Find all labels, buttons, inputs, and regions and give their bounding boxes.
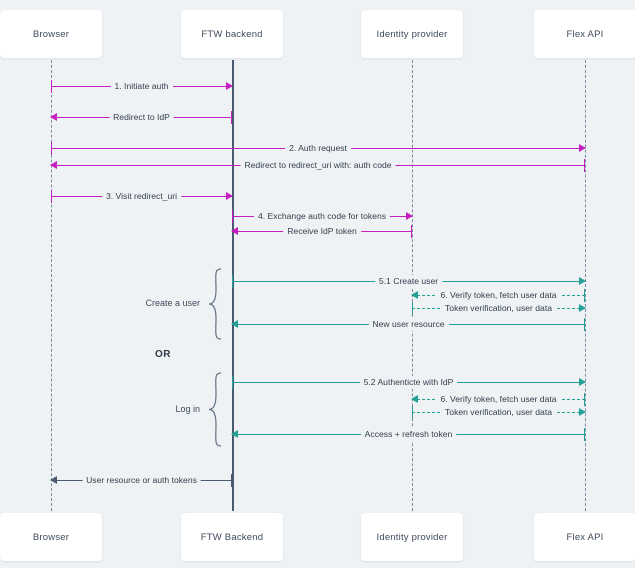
- message-label-m3: 2. Auth request: [285, 141, 351, 155]
- message-tail-m8: [232, 275, 233, 288]
- lifeline-flex: [585, 60, 586, 511]
- participant-label-flex-bottom: Flex API: [566, 531, 604, 543]
- message-label-m1: 1. Initiate auth: [110, 79, 173, 93]
- message-m13: 6. Verify token, fetch user data: [411, 392, 585, 407]
- group-brace-create-user: [208, 268, 222, 340]
- message-label-m9: 6. Verify token, fetch user data: [436, 288, 561, 302]
- message-m4: Redirect to redirect_uri with: auth code: [50, 158, 585, 173]
- message-label-m5: 3. Visit redirect_uri: [101, 189, 182, 203]
- participant-label-idp-top: Identity provider: [376, 28, 448, 40]
- lifeline-ftw: [232, 60, 234, 511]
- message-arrowhead-m4: [50, 160, 57, 169]
- message-tail-m9: [584, 289, 585, 302]
- participant-label-idp-bottom: Identity provider: [376, 531, 448, 543]
- message-m3: 2. Auth request: [51, 141, 586, 156]
- message-label-m11: New user resource: [368, 317, 449, 331]
- lifeline-browser: [51, 60, 52, 511]
- participant-box-flex-top: Flex API: [534, 10, 635, 58]
- message-m9: 6. Verify token, fetch user data: [411, 288, 585, 303]
- participant-label-browser-bottom: Browser: [32, 531, 70, 543]
- message-tail-m11: [584, 318, 585, 331]
- message-label-m12: 5.2 Authenticte with IdP: [359, 375, 458, 389]
- group-label-log-in: Log in: [175, 403, 200, 414]
- message-label-m6: 4. Exchange auth code for tokens: [253, 209, 391, 223]
- message-arrowhead-m12: [579, 377, 586, 386]
- participant-box-idp-top: Identity provider: [361, 10, 463, 58]
- message-label-m8: 5.1 Create user: [374, 274, 443, 288]
- message-label-m14: Token verification, user data: [440, 405, 557, 419]
- alternative-separator-or: OR: [155, 349, 171, 360]
- message-arrowhead-m9: [411, 290, 418, 299]
- message-m10: Token verification, user data: [412, 301, 586, 316]
- message-label-m7: Receive IdP token: [283, 224, 361, 238]
- message-tail-m15: [584, 428, 585, 441]
- message-label-m4: Redirect to redirect_uri with: auth code: [240, 158, 396, 172]
- message-arrowhead-m14: [579, 407, 586, 416]
- message-m1: 1. Initiate auth: [51, 79, 233, 94]
- message-m8: 5.1 Create user: [232, 274, 586, 289]
- message-tail-m2: [231, 111, 232, 124]
- message-label-m16: User resource or auth tokens: [82, 473, 201, 487]
- message-arrowhead-m7: [231, 226, 238, 235]
- message-label-m2: Redirect to IdP: [109, 110, 174, 124]
- message-arrowhead-m6: [406, 211, 413, 220]
- participant-box-idp-bottom: Identity provider: [361, 513, 463, 561]
- message-m16: User resource or auth tokens: [50, 473, 232, 488]
- message-m7: Receive IdP token: [231, 224, 412, 239]
- message-m6: 4. Exchange auth code for tokens: [232, 209, 413, 224]
- message-m14: Token verification, user data: [412, 405, 586, 420]
- message-arrowhead-m11: [231, 319, 238, 328]
- group-label-create-user: Create a user: [145, 298, 200, 308]
- message-arrowhead-m5: [226, 191, 233, 200]
- message-tail-m4: [584, 159, 585, 172]
- group-brace-log-in: [208, 372, 222, 447]
- message-tail-m10: [412, 302, 413, 315]
- message-arrowhead-m3: [579, 143, 586, 152]
- message-arrowhead-m2: [50, 112, 57, 121]
- participant-label-flex-top: Flex API: [566, 28, 604, 40]
- message-arrowhead-m15: [231, 429, 238, 438]
- message-m11: New user resource: [231, 317, 585, 332]
- message-arrowhead-m16: [50, 475, 57, 484]
- message-arrowhead-m10: [579, 303, 586, 312]
- participant-box-ftw-top: FTW backend: [181, 10, 283, 58]
- message-tail-m1: [51, 80, 52, 93]
- message-tail-m5: [51, 190, 52, 203]
- message-label-m13: 6. Verify token, fetch user data: [436, 392, 561, 406]
- message-m2: Redirect to IdP: [50, 110, 232, 125]
- message-arrowhead-m13: [411, 394, 418, 403]
- message-tail-m14: [412, 406, 413, 419]
- participant-box-flex-bottom: Flex API: [534, 513, 635, 561]
- message-arrowhead-m1: [226, 81, 233, 90]
- participant-label-browser-top: Browser: [32, 28, 70, 40]
- participant-box-ftw-bottom: FTW Backend: [181, 513, 283, 561]
- participant-label-ftw-top: FTW backend: [201, 28, 263, 40]
- message-tail-m13: [584, 393, 585, 406]
- message-m5: 3. Visit redirect_uri: [51, 189, 233, 204]
- message-arrowhead-m8: [579, 276, 586, 285]
- message-tail-m16: [231, 474, 232, 487]
- participant-box-browser-bottom: Browser: [0, 513, 102, 561]
- message-tail-m3: [51, 142, 52, 155]
- participant-box-browser-top: Browser: [0, 10, 102, 58]
- message-m12: 5.2 Authenticte with IdP: [232, 375, 586, 390]
- message-tail-m7: [411, 225, 412, 238]
- message-m15: Access + refresh token: [231, 427, 585, 442]
- message-tail-m12: [232, 376, 233, 389]
- message-tail-m6: [232, 210, 233, 223]
- participant-label-ftw-bottom: FTW Backend: [200, 531, 264, 543]
- message-label-m10: Token verification, user data: [440, 301, 557, 315]
- message-label-m15: Access + refresh token: [360, 427, 457, 441]
